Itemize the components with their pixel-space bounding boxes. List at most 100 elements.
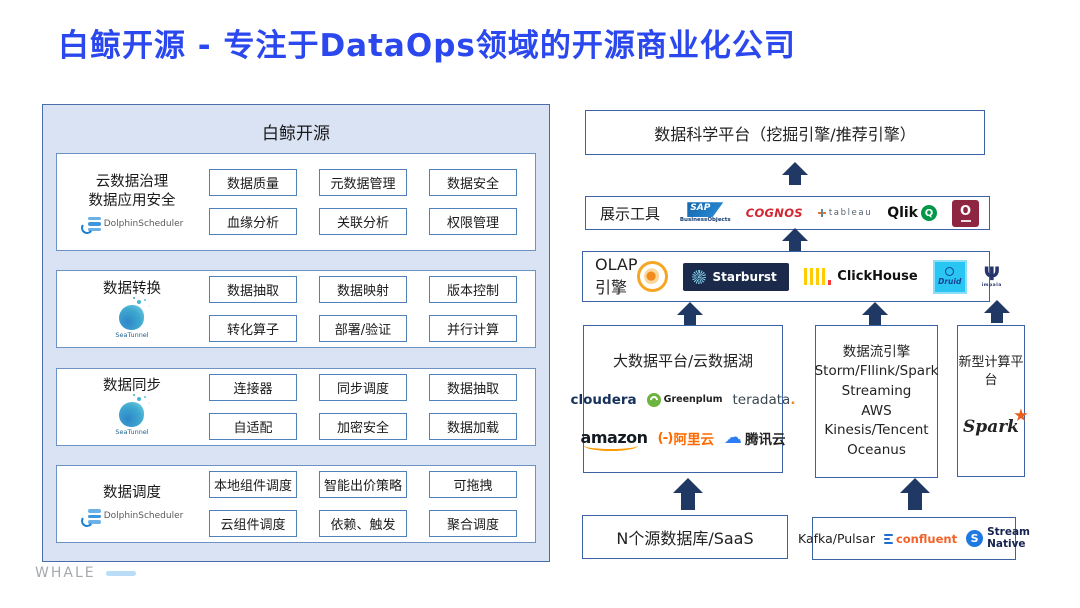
seatunnel-icon (119, 396, 145, 427)
o-bi-logo: O (952, 199, 979, 227)
feature-box: 血缘分析 (209, 208, 297, 235)
starburst-icon (692, 269, 707, 284)
feature-box: 数据抽取 (209, 276, 297, 304)
arrow-up-icon (900, 478, 930, 510)
sap-mark: SAP (687, 202, 724, 218)
aliyun-logo: (-)阿里云 (657, 429, 714, 448)
arrow-up-icon (677, 302, 703, 325)
feature-box: 版本控制 (429, 276, 517, 304)
section-label-block: 数据调度 DolphinScheduler (57, 484, 207, 524)
arrow-up-icon (782, 228, 808, 251)
stream-engine-box: 数据流引擎 Storm/Fllink/Spark Streaming AWS K… (815, 325, 938, 478)
feature-box: 可拖拽 (429, 470, 517, 498)
feature-box: 云组件调度 (209, 509, 297, 537)
seatunnel-logo-text: SeaTunnel (115, 427, 149, 436)
cognos-logo: COGNOS (745, 206, 803, 220)
section-data-transform: 数据转换 SeaTunnel 数据抽取 数据映射 版本控制 转化算子 部署/验证… (56, 270, 536, 349)
section-label: 数据转换 (103, 281, 161, 298)
bigdata-logo-row: cloudera Greenplum teradata. (571, 392, 796, 408)
sap-businessobjects-logo: SAP BusinessObjects (680, 202, 731, 224)
whale-brand-text: WHALE (35, 565, 96, 581)
feature-grid: 数据抽取 数据映射 版本控制 转化算子 部署/验证 并行计算 (207, 276, 535, 343)
feature-box: 数据映射 (319, 276, 407, 304)
olap-label: OLAP引擎 (595, 255, 638, 297)
section-label-block: 数据转换 SeaTunnel (57, 280, 207, 339)
bigdata-platform-box: 大数据平台/云数据湖 cloudera Greenplum teradata. … (571, 325, 796, 473)
feature-box: 依赖、触发 (319, 509, 407, 537)
feature-box: 关联分析 (319, 208, 407, 235)
feature-box: 连接器 (209, 373, 297, 401)
panel-title: 白鲸开源 (262, 124, 330, 144)
feature-grid: 数据质量 元数据管理 数据安全 血缘分析 关联分析 权限管理 (207, 169, 535, 235)
whale-brand-dash-icon (105, 570, 136, 576)
clickhouse-logo: ClickHouse (803, 268, 918, 285)
feature-box: 聚合调度 (429, 509, 517, 537)
feature-box: 数据抽取 (429, 373, 517, 401)
stream-engine-title: 数据流引擎 (842, 343, 911, 360)
confluent-logo: confluent (883, 532, 957, 546)
new-compute-title: 新型计算平台 (958, 355, 1024, 389)
section-label-block: 云数据治理数据应用安全 DolphinScheduler (57, 173, 207, 232)
spark-logo: Spark (963, 408, 1028, 440)
stream-engine-line: Storm/Fllink/Spark Streaming (814, 363, 939, 399)
tableau-logo: tableau (817, 208, 872, 218)
whaleops-product-panel: 白鲸开源 云数据治理数据应用安全 DolphinScheduler 数据质量 元… (42, 104, 550, 562)
qlik-q-icon: Q (921, 205, 937, 221)
source-databases-box: N个源数据库/SaaS (582, 515, 788, 559)
feature-box: 数据安全 (429, 169, 517, 196)
feature-box: 元数据管理 (319, 169, 407, 196)
greenplum-icon (646, 392, 661, 407)
teradata-logo: teradata. (732, 391, 796, 408)
starburst-logo: Starburst (683, 262, 789, 291)
bigdata-title: 大数据平台/云数据湖 (612, 352, 754, 371)
sap-sub-text: BusinessObjects (679, 217, 731, 224)
feature-box: 转化算子 (209, 315, 297, 343)
section-label: 数据调度 (103, 485, 161, 502)
clickhouse-icon (803, 268, 832, 285)
feature-box: 部署/验证 (319, 315, 407, 343)
streamnative-icon: S (966, 530, 984, 547)
section-label-block: 数据同步 SeaTunnel (57, 377, 207, 436)
arrow-up-icon (673, 478, 703, 510)
feature-box: 并行计算 (429, 315, 517, 343)
kafka-pulsar-label: Kafka/Pulsar (798, 531, 875, 546)
confluent-icon (883, 533, 893, 544)
feature-box: 加密安全 (319, 412, 407, 440)
cloudera-logo: cloudera (570, 391, 637, 408)
dolphinscheduler-logo: DolphinScheduler (81, 216, 184, 232)
druid-logo: Druid (932, 259, 967, 294)
feature-box: 本地组件调度 (209, 470, 297, 498)
feature-box: 数据质量 (209, 169, 297, 196)
display-tools-box: 展示工具 SAP BusinessObjects COGNOS tableau … (585, 196, 990, 230)
arrow-up-icon (782, 162, 808, 185)
seatunnel-logo-text: SeaTunnel (115, 330, 149, 339)
section-label: 数据同步 (103, 378, 161, 395)
arrow-up-icon (984, 300, 1010, 323)
section-data-scheduling: 数据调度 DolphinScheduler 本地组件调度 智能出价策略 可拖拽 … (56, 464, 536, 543)
section-label: 云数据治理数据应用安全 (88, 173, 176, 210)
bigdata-logo-row: amazon (-)阿里云 ☁腾讯云 (581, 426, 785, 452)
feature-box: 数据加载 (429, 412, 517, 440)
tableau-plus-icon (817, 209, 826, 217)
dolphinscheduler-logo-text: DolphinScheduler (103, 219, 184, 230)
feature-box: 权限管理 (429, 208, 517, 235)
cloud-icon: ☁ (723, 426, 742, 448)
dolphinscheduler-icon (81, 216, 101, 232)
feature-box: 智能出价策略 (319, 470, 407, 498)
greenplum-logo: Greenplum (646, 392, 723, 407)
feature-grid: 连接器 同步调度 数据抽取 自适配 加密安全 数据加载 (207, 373, 535, 440)
new-compute-platform-box: 新型计算平台 Spark (957, 325, 1028, 477)
feature-box: 同步调度 (319, 373, 407, 401)
page-title: 白鲸开源 - 专注于DataOps领域的开源商业化公司 (58, 28, 796, 64)
kylin-logo (637, 261, 669, 292)
panel-sections: 云数据治理数据应用安全 DolphinScheduler 数据质量 元数据管理 … (56, 153, 536, 543)
arrow-up-icon (862, 302, 888, 325)
section-data-governance: 云数据治理数据应用安全 DolphinScheduler 数据质量 元数据管理 … (56, 153, 536, 251)
seatunnel-logo: SeaTunnel (115, 299, 149, 339)
